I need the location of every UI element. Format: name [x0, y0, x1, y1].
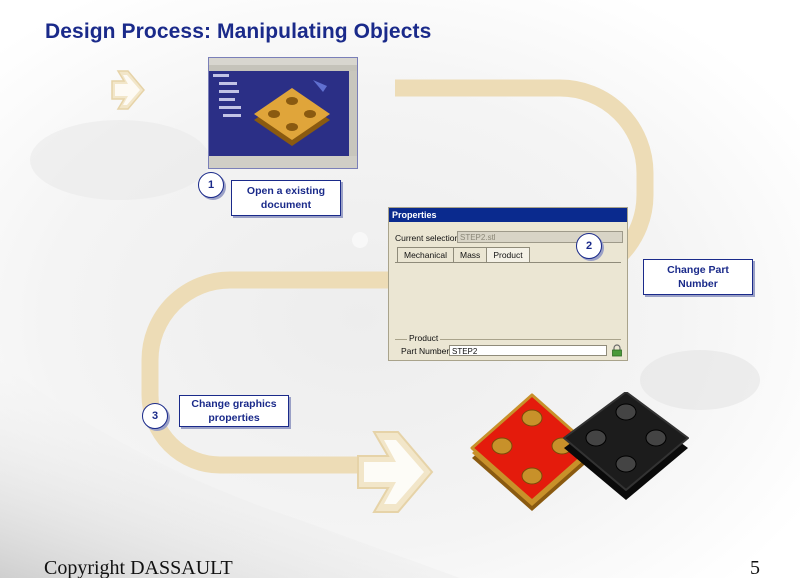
step-2-line-1: Change Part	[667, 264, 729, 276]
step-1-badge: 1	[198, 172, 224, 198]
step-3-line-1: Change graphics	[191, 398, 277, 410]
catia-screenshot-thumbnail	[208, 57, 358, 169]
step-1-line-1: Open a existing	[246, 185, 326, 197]
tab-mechanical[interactable]: Mechanical	[397, 247, 454, 262]
step-1-callout: Open a existing document	[231, 180, 341, 216]
product-group-label: Product	[407, 333, 441, 343]
rendered-parts	[470, 392, 689, 511]
tab-panel	[395, 262, 621, 333]
step-2-badge: 2	[576, 233, 602, 259]
arrow-right-icon	[357, 431, 434, 513]
lock-icon[interactable]	[611, 344, 623, 357]
product-group	[395, 339, 621, 356]
arrow-right-icon	[111, 70, 145, 110]
properties-tabs: Mechanical Mass Product	[397, 247, 530, 262]
step-1-line-2: document	[260, 199, 312, 211]
step-2-line-2: Number	[678, 278, 718, 290]
copyright-text: Copyright DASSAULT	[44, 557, 233, 578]
properties-dialog: Properties Current selection : STEP2.stl…	[388, 207, 628, 361]
tab-product[interactable]: Product	[486, 247, 530, 262]
step-3-callout: Change graphics properties	[179, 395, 289, 427]
black-part	[563, 392, 689, 500]
step-3-badge: 3	[142, 403, 168, 429]
properties-dialog-title: Properties	[389, 208, 627, 222]
part-number-field[interactable]: STEP2	[449, 345, 607, 356]
step-3-line-2: properties	[208, 412, 260, 424]
page-number: 5	[750, 557, 760, 578]
part-number-label: Part Number	[401, 346, 450, 356]
red-part	[470, 393, 594, 511]
tab-mass[interactable]: Mass	[453, 247, 488, 262]
slide-title: Design Process: Manipulating Objects	[45, 20, 432, 43]
current-selection-label: Current selection :	[395, 233, 464, 243]
